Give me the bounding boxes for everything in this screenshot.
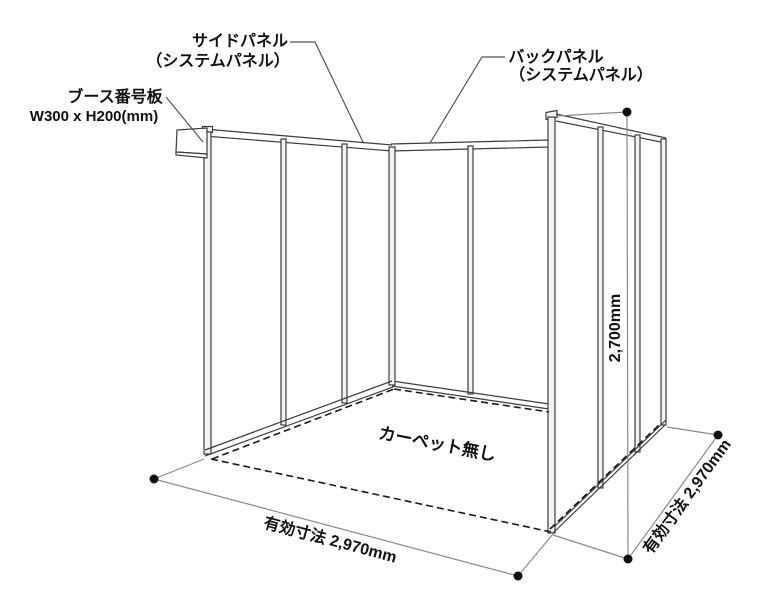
back-panel-label-line1: バックパネル <box>508 49 604 67</box>
booth-number-board <box>175 127 208 159</box>
dimension-height-label: 2,700mm <box>607 293 625 363</box>
side-panel-left-drawing <box>201 125 396 457</box>
back-panel-drawing <box>390 139 550 410</box>
side-panel-label-line2: （システムパネル） <box>146 53 290 71</box>
booth-number-label-line2: W300 x H200(mm) <box>29 107 159 125</box>
floor-dashed-outline <box>210 388 660 533</box>
dimension-lines <box>153 111 719 577</box>
dimension-dots <box>149 107 723 581</box>
booth-number-label-line1: ブース番号板 <box>67 89 163 107</box>
side-panel-label-line1: サイドパネル <box>191 33 289 51</box>
back-panel-label-line2: （システムパネル） <box>509 67 653 85</box>
label-leader-lines <box>165 41 505 144</box>
side-panel-right-drawing <box>545 109 667 534</box>
